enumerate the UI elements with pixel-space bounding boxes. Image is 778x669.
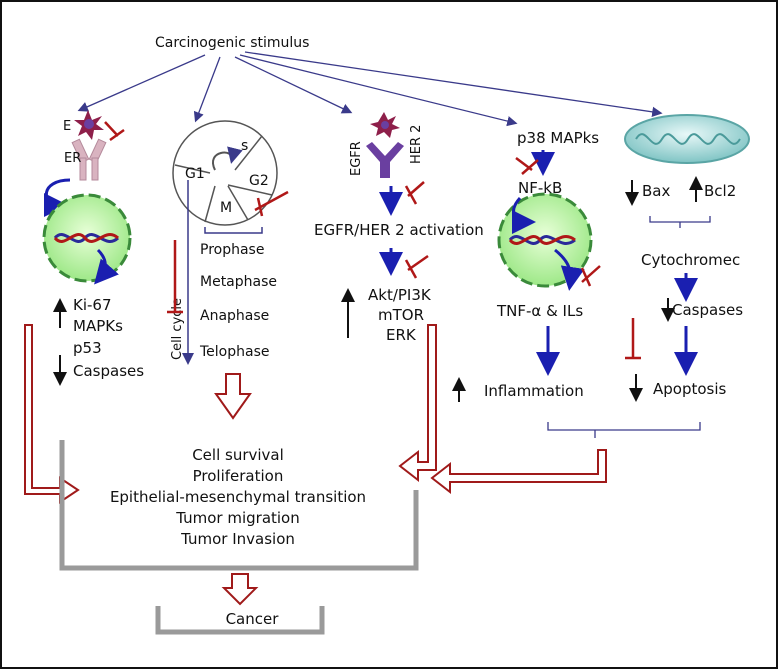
outcome-tray bbox=[59, 440, 419, 571]
cytochrome-label: Cytochromec bbox=[641, 251, 740, 269]
mitosis-stage: Prophase bbox=[200, 242, 264, 258]
hollow-down-arrow-icon bbox=[214, 373, 252, 420]
inhibit-icon bbox=[404, 254, 429, 279]
nucleus-output-arrow bbox=[94, 248, 119, 285]
inhibit-icon bbox=[515, 157, 539, 175]
bcl2-label: Bcl2 bbox=[704, 182, 736, 200]
mitosis-stage: Metaphase bbox=[200, 274, 277, 290]
stimulus-arrows bbox=[77, 51, 663, 127]
egfr-pathway: EGFR HER 2 EGFR/HER 2 activation Akt/PI3… bbox=[314, 112, 484, 344]
mitosis-bracket bbox=[204, 227, 263, 234]
egfr-label: EGFR bbox=[349, 141, 364, 176]
phase-label: G2 bbox=[249, 173, 269, 189]
er-inhibit-icon bbox=[104, 121, 125, 142]
nfkb-label: NF-kB bbox=[518, 179, 562, 197]
cancer-label: Cancer bbox=[226, 610, 280, 628]
downstream-label: Akt/PI3K bbox=[368, 286, 432, 304]
bax-label: Bax bbox=[642, 182, 670, 200]
g2-inhibit-icon bbox=[254, 190, 289, 217]
cell-cycle-axis-label: Cell cycle bbox=[170, 298, 185, 360]
inflammation-label: Inflammation bbox=[484, 382, 584, 400]
phase-label: G1 bbox=[185, 166, 205, 182]
nfkb-hollow-arrow-icon bbox=[430, 449, 607, 495]
er-hollow-arrow-icon bbox=[24, 324, 80, 504]
egfr-hollow-arrow-icon bbox=[398, 324, 437, 483]
downstream-label: ERK bbox=[386, 326, 417, 344]
p38-label: p38 MAPks bbox=[517, 129, 599, 147]
outcome-item: Cell survival bbox=[192, 446, 284, 464]
estrogen-label: E bbox=[63, 119, 71, 134]
cell-cycle: G1 s G2 M Cell cycle Prophase Metaphase … bbox=[167, 120, 289, 420]
outcome-item: Proliferation bbox=[193, 467, 284, 485]
bracket bbox=[649, 216, 711, 228]
er-pathway: E ER Ki-67 MAPKs p53 Caspases bbox=[42, 110, 144, 386]
er-label: ER bbox=[64, 151, 81, 166]
cancer-tray bbox=[155, 606, 325, 635]
nucleus-icon bbox=[42, 193, 132, 283]
stimulus-label: Carcinogenic stimulus bbox=[155, 35, 309, 51]
cycle-arrow-icon bbox=[212, 146, 243, 171]
inhibit-icon bbox=[404, 181, 425, 205]
downstream-label: mTOR bbox=[378, 306, 424, 324]
er-receptor-icon bbox=[71, 138, 107, 181]
nucleus-output-arrow bbox=[554, 248, 585, 291]
tnf-label: TNF-α & ILs bbox=[496, 302, 583, 320]
caspases-label: Caspases bbox=[672, 301, 743, 319]
mitochondrion-icon bbox=[624, 114, 750, 164]
phase-label: s bbox=[241, 138, 248, 154]
cell-cycle-inhibit-icon bbox=[167, 240, 183, 314]
bottom-bracket bbox=[547, 422, 701, 438]
phase-label: M bbox=[220, 200, 232, 216]
outcome-item: Tumor Invasion bbox=[180, 530, 295, 548]
cell-cycle-wheel-icon bbox=[172, 120, 278, 226]
mito-pathway: Bax Bcl2 Cytochromec Caspases Apoptosis bbox=[624, 114, 750, 402]
mitosis-stage: Telophase bbox=[199, 344, 270, 360]
outcome-item: Tumor migration bbox=[175, 509, 300, 527]
er-marker: p53 bbox=[73, 339, 102, 357]
inhibit-icon bbox=[580, 265, 601, 287]
er-marker: MAPKs bbox=[73, 317, 123, 335]
her2-label: HER 2 bbox=[409, 125, 424, 164]
nfkb-to-nucleus-arrow bbox=[511, 197, 536, 234]
apoptosis-label: Apoptosis bbox=[653, 380, 727, 398]
nfkb-pathway: p38 MAPks NF-kB TNF-α & ILs Inflammation bbox=[452, 129, 601, 402]
egfr-receptor-icon bbox=[366, 142, 404, 178]
estrogen-ligand-icon bbox=[74, 110, 104, 140]
mitosis-stage: Anaphase bbox=[200, 308, 269, 324]
to-cancer-arrow-icon bbox=[221, 573, 259, 606]
egfr-activation-label: EGFR/HER 2 activation bbox=[314, 221, 484, 239]
er-marker: Ki-67 bbox=[73, 296, 112, 314]
er-marker: Caspases bbox=[73, 362, 144, 380]
outcome-item: Epithelial-mesenchymal transition bbox=[110, 488, 366, 506]
apoptosis-inhibit-icon bbox=[625, 318, 641, 360]
er-to-nucleus-arrow bbox=[43, 178, 71, 217]
outcomes-list: Cell survival Proliferation Epithelial-m… bbox=[110, 446, 366, 548]
